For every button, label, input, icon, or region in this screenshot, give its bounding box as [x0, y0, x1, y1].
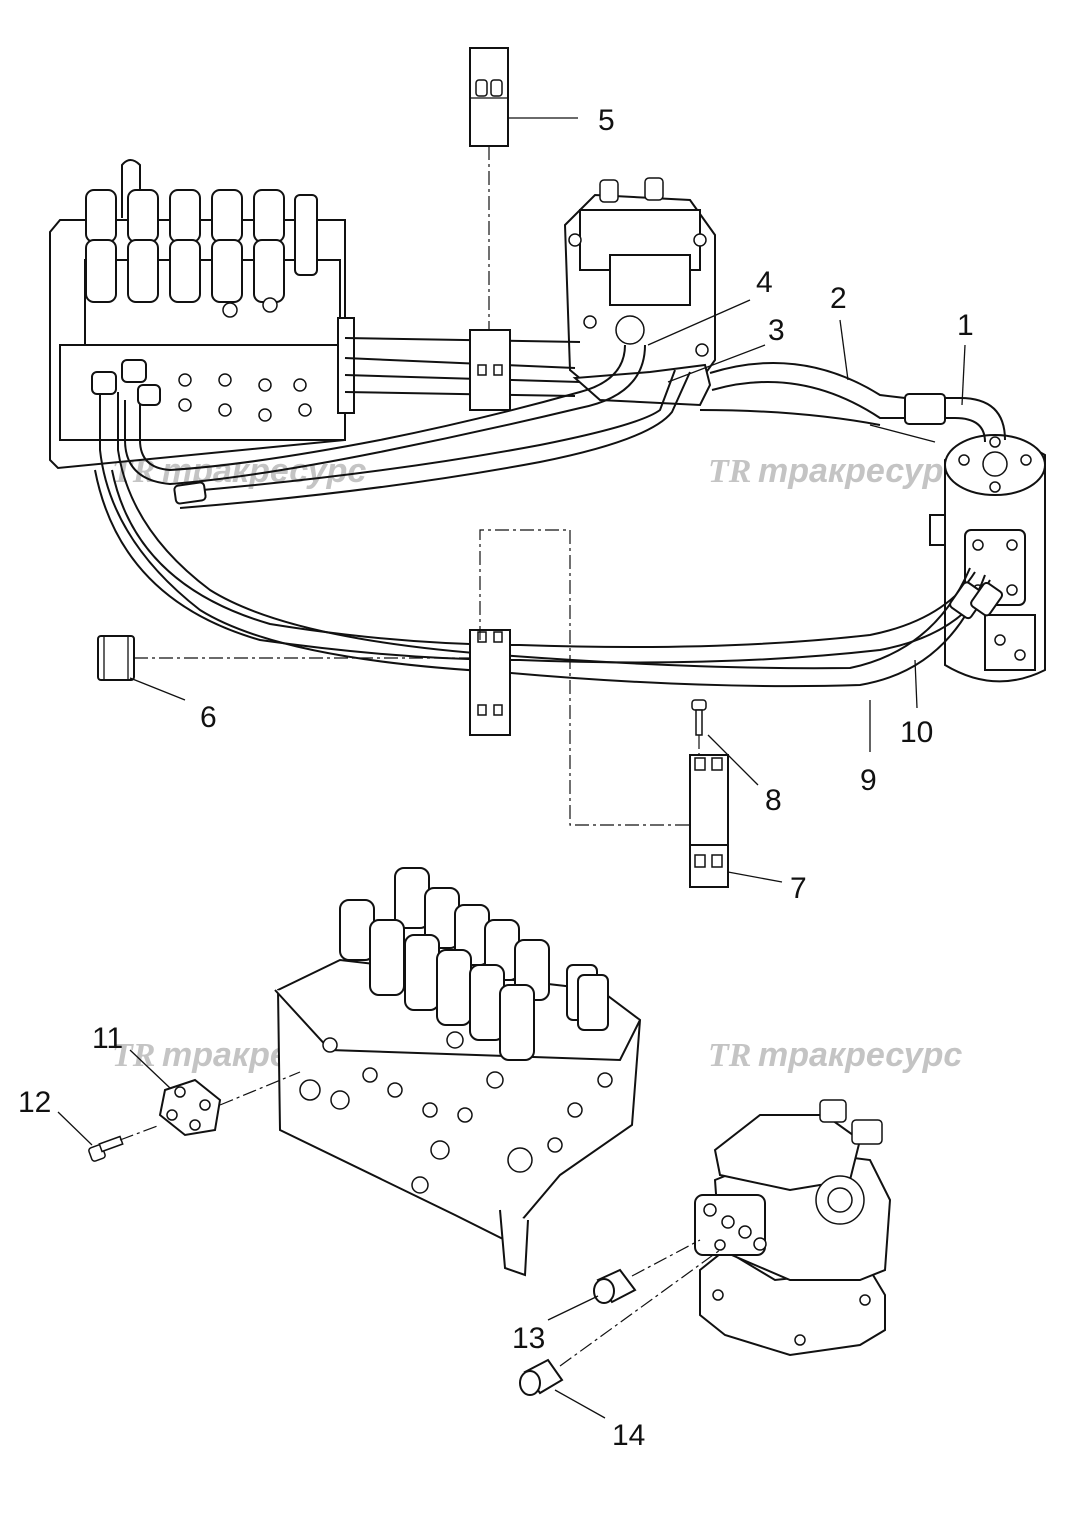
- hose-3: [179, 369, 691, 509]
- callout-8: 8: [765, 784, 782, 817]
- clamp-lower-middle: [469, 629, 511, 736]
- callout-3: 3: [768, 314, 785, 347]
- callout-12: 12: [18, 1086, 51, 1119]
- callout-1: 1: [957, 309, 974, 342]
- watermark-logo: TR: [708, 1037, 751, 1074]
- watermark-text: тракресурс: [758, 452, 962, 490]
- fitting-13: [593, 1239, 701, 1304]
- callout-9: 9: [860, 764, 877, 797]
- callout-2: 2: [830, 282, 847, 315]
- hose-1: [904, 393, 1006, 443]
- clamp-5: [469, 47, 509, 330]
- valve-spools-upper: [85, 189, 318, 303]
- clamp-7: [689, 735, 729, 888]
- control-valve-upper: [49, 159, 355, 470]
- callout-10: 10: [900, 716, 933, 749]
- control-valve-lower: [274, 867, 642, 1277]
- valve-spools-lower: [339, 867, 609, 1061]
- callout-14: 14: [612, 1419, 645, 1452]
- sleeve-6: [97, 635, 470, 681]
- watermark-2: TR тракресурс: [708, 452, 962, 490]
- callout-13: 13: [512, 1322, 545, 1355]
- valve-ports-lower: [299, 1031, 613, 1194]
- bolt-12: [88, 1124, 161, 1162]
- leader-lines: [57, 117, 966, 1419]
- swing-motor-upper: [563, 177, 716, 407]
- callout-11: 11: [92, 1022, 123, 1055]
- callout-4: 4: [756, 266, 773, 299]
- hose-upper-return: [344, 337, 581, 397]
- bolt-8: [691, 699, 707, 736]
- swing-motor-lower: [694, 1099, 892, 1357]
- callout-7: 7: [790, 872, 807, 905]
- watermark-logo: TR: [708, 453, 751, 490]
- watermark-text: тракресурс: [758, 1036, 962, 1074]
- clamp-upper-middle: [469, 329, 511, 411]
- motor-port-flange: [694, 1194, 767, 1256]
- fitting-14: [519, 1249, 721, 1396]
- hose-2: [699, 361, 906, 426]
- watermark-4: TR тракресурс: [708, 1036, 962, 1074]
- callout-5: 5: [598, 104, 615, 137]
- hose-4: [124, 344, 646, 486]
- swivel-joint: [929, 434, 1046, 683]
- flange-11: [158, 1071, 301, 1137]
- hose-10: [94, 469, 991, 664]
- hose-fittings-left: [91, 359, 1004, 620]
- clamp-reference-line: [479, 529, 695, 826]
- callout-6: 6: [200, 701, 217, 734]
- valve-ports-upper: [178, 297, 312, 422]
